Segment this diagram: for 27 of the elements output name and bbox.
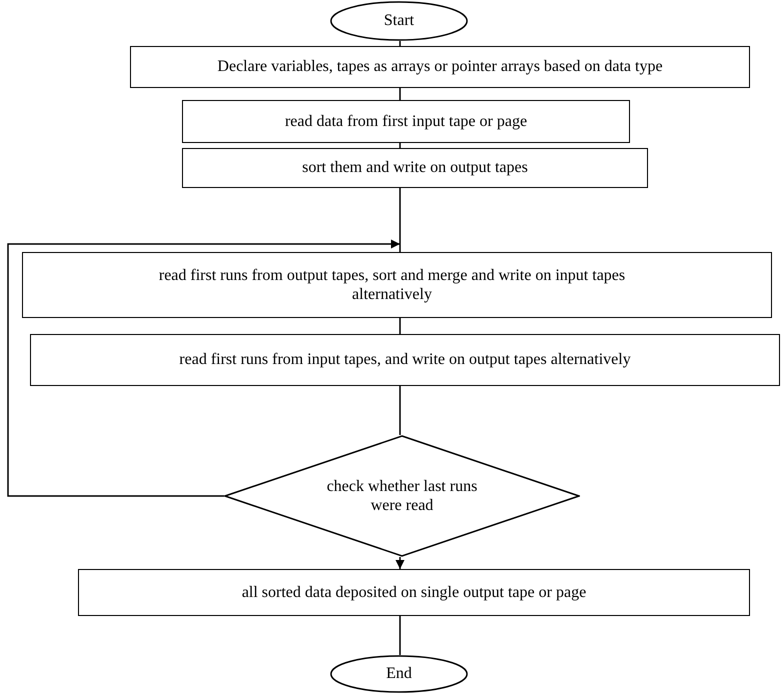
arrow <box>7 240 400 497</box>
process-text: read first runs from input tapes, and write on output tapes alternatively <box>179 350 631 370</box>
connector-line <box>399 41 401 46</box>
decision-text: check whether last runs were read <box>326 476 478 516</box>
process-text: read data from first input tape or page <box>284 112 528 132</box>
process-text: read first runs from output tapes, sort and merge and write on input tapes alternatively <box>158 266 626 304</box>
connector-line <box>399 88 401 100</box>
process-text: all sorted data deposited on single output tape or page <box>242 582 586 602</box>
connector-line <box>399 386 401 435</box>
process-box <box>182 100 630 143</box>
process-box <box>182 148 648 188</box>
terminator-ellipse <box>330 655 468 693</box>
terminator-label: End <box>386 664 412 684</box>
connector-line <box>399 143 401 148</box>
process-text: Declare variables, tapes as arrays or pointer arrays based on data type <box>217 57 663 77</box>
process-box <box>30 334 780 386</box>
arrow <box>396 557 404 569</box>
connector-line <box>399 616 401 655</box>
process-box <box>78 569 750 616</box>
terminator-label: Start <box>384 11 414 31</box>
process-box <box>130 46 750 88</box>
terminator-ellipse <box>330 1 468 41</box>
decision-diamond <box>224 435 580 557</box>
connector-line <box>399 318 401 334</box>
process-text: sort them and write on output tapes <box>302 158 528 178</box>
connector-line <box>399 188 401 252</box>
process-box <box>22 252 772 318</box>
